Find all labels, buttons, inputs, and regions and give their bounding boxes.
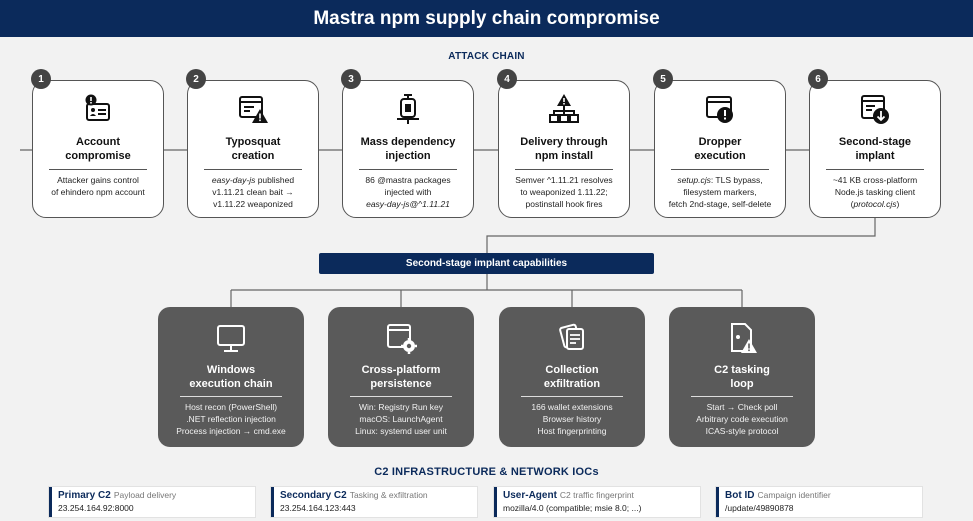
syringe-package-icon bbox=[397, 94, 419, 124]
ioc-subtitle: Payload delivery bbox=[113, 490, 177, 500]
page-title: Mastra npm supply chain compromise bbox=[0, 0, 973, 37]
divider bbox=[204, 169, 302, 170]
monitor-icon bbox=[217, 325, 245, 352]
divider bbox=[521, 396, 623, 397]
window-gear-icon bbox=[387, 324, 417, 354]
ioc-name: Secondary C2 bbox=[280, 490, 347, 501]
ioc-value: mozilla/4.0 (compatible; msie 8.0; ...) bbox=[503, 503, 642, 513]
ioc-name: Primary C2 bbox=[58, 490, 111, 501]
step-number-badge: 4 bbox=[497, 69, 517, 89]
window-warning-icon bbox=[239, 96, 268, 123]
attack-chain-label: ATTACK CHAIN bbox=[448, 51, 525, 62]
step-number-badge: 3 bbox=[341, 69, 361, 89]
ioc-subtitle: Tasking & exfiltration bbox=[349, 490, 428, 500]
divider bbox=[180, 396, 282, 397]
ioc-value: /update/49890878 bbox=[725, 503, 794, 513]
ioc-name: Bot ID bbox=[725, 490, 755, 501]
step-description: setup.cjs: TLS bypass,filesystem markers… bbox=[668, 175, 772, 209]
divider bbox=[671, 169, 769, 170]
divider bbox=[49, 169, 147, 170]
ioc-subtitle: C2 traffic fingerprint bbox=[559, 490, 634, 500]
window-alert-icon bbox=[706, 96, 733, 123]
ioc-section-label: C2 INFRASTRUCTURE & NETWORK IOCs bbox=[374, 466, 599, 478]
divider bbox=[350, 396, 452, 397]
ioc-name: User-Agent bbox=[503, 490, 557, 501]
divider bbox=[359, 169, 457, 170]
divider bbox=[515, 169, 613, 170]
step-number-badge: 1 bbox=[31, 69, 51, 89]
ioc-value: 23.254.164.92:8000 bbox=[58, 503, 134, 513]
step-number-badge: 6 bbox=[808, 69, 828, 89]
documents-send-icon bbox=[559, 323, 584, 350]
divider bbox=[826, 169, 924, 170]
ioc-value: 23.254.164.123:443 bbox=[280, 503, 356, 513]
ioc-subtitle: Campaign identifier bbox=[757, 490, 831, 500]
window-download-icon bbox=[861, 95, 889, 124]
id-card-alert-icon bbox=[85, 94, 110, 121]
divider bbox=[691, 396, 793, 397]
capabilities-header: Second-stage implant capabilities bbox=[319, 253, 654, 274]
step-number-badge: 2 bbox=[186, 69, 206, 89]
file-warning-icon bbox=[731, 323, 757, 353]
step-number-badge: 5 bbox=[653, 69, 673, 89]
capability-description: Host recon (PowerShell).NET reflection i… bbox=[176, 402, 286, 436]
network-warning-icon bbox=[549, 94, 579, 123]
